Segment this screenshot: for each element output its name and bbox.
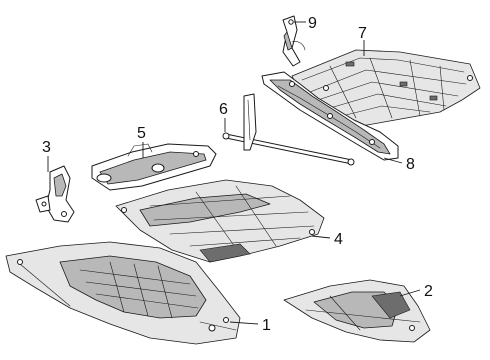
- callout-4: 4: [334, 231, 343, 248]
- callout-labels: 1 2 3 4 5 6 7 8 9: [42, 15, 433, 334]
- part-5-cross-member: [91, 143, 217, 191]
- part-8-side-rail: [261, 71, 399, 161]
- callout-1: 1: [262, 317, 271, 334]
- part-9-bracket: [282, 15, 306, 67]
- callout-5: 5: [137, 125, 146, 142]
- part-4-center-panel: [115, 179, 325, 263]
- part-7-rear-panel: [291, 49, 481, 129]
- callout-2: 2: [424, 283, 433, 300]
- part-6-strut-rod: [222, 93, 355, 166]
- leader-lines: [47, 21, 421, 325]
- part-2-rear-shield: [283, 279, 431, 343]
- callout-7: 7: [358, 25, 367, 42]
- leader-4: [311, 235, 331, 239]
- callout-9: 9: [308, 15, 317, 32]
- part-3-bracket: [35, 165, 75, 223]
- leader-1: [229, 321, 259, 325]
- leader-2: [399, 289, 421, 297]
- part-1-front-shield: [5, 241, 241, 345]
- callout-8: 8: [406, 156, 415, 173]
- leader-8: [383, 157, 403, 164]
- callout-6: 6: [219, 101, 228, 118]
- callout-3: 3: [42, 139, 51, 156]
